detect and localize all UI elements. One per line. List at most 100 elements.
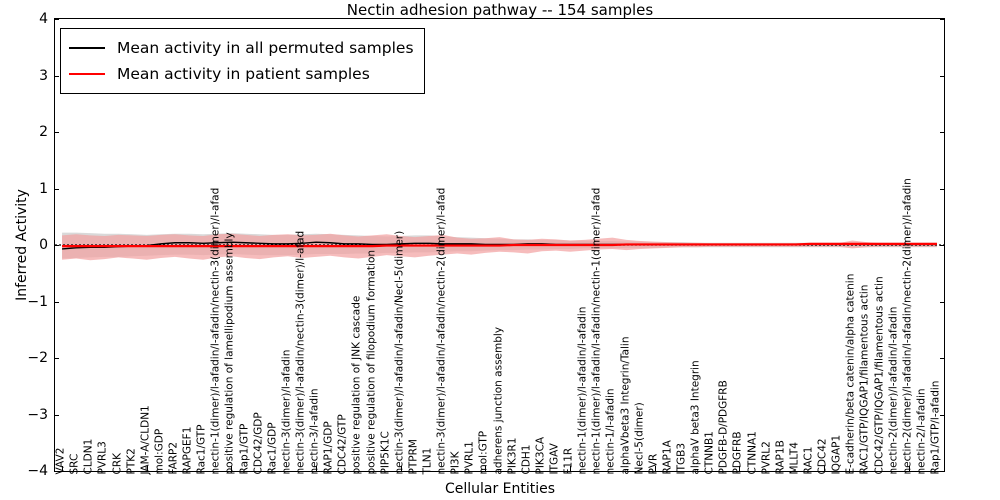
- x-tick-label: FARP2: [167, 441, 180, 474]
- x-tick-label: RAC1: [802, 446, 815, 474]
- y-tick-mark: [54, 358, 59, 359]
- y-tick-label: −1: [27, 293, 48, 310]
- series-line-1: [62, 242, 937, 248]
- x-tick-label: nectin-3(dimer)/l-afadin: [280, 349, 293, 474]
- x-tick-label: RAP1A: [661, 439, 674, 474]
- legend-swatch-permuted: [69, 47, 105, 49]
- x-tick-label: E-cadherin/beta catenin/alpha catenin: [844, 273, 857, 474]
- x-tick-label: alphaVbeta3 Integrin/Talin: [619, 335, 631, 474]
- x-tick-label: PDGFB-D/PDGFRB: [717, 379, 730, 474]
- x-tick-label: RAP1/GDP: [322, 420, 335, 474]
- x-tick-label: nectin-2/l-afadin: [915, 387, 928, 474]
- x-tick-label: PI3K: [449, 451, 462, 474]
- y-tick-mark: [940, 301, 945, 303]
- x-tick-label: CDC42/GTP: [336, 413, 349, 474]
- x-tick-label: JAM-A/CLDN1: [139, 404, 152, 474]
- legend-label-patient: Mean activity in patient samples: [117, 65, 370, 83]
- x-tick-mark: [231, 466, 233, 472]
- x-tick-label: CDH1: [520, 444, 533, 474]
- x-tick-label: Rac1/GDP: [266, 421, 279, 474]
- x-tick-label: positive regulation of JNK cascade: [350, 295, 363, 474]
- y-axis-label: Inferred Activity: [14, 189, 30, 301]
- x-tick-label: CDC42/GTP/IQGAP1/filamentous actin: [873, 275, 885, 474]
- x-tick-label: VAV2: [54, 447, 67, 474]
- y-tick-label: 3: [39, 67, 48, 84]
- x-tick-label: nectin-3(dimer)/l-afadin/l-afadin/Necl-5…: [393, 230, 406, 474]
- plot-svg: [55, 232, 944, 261]
- y-tick-label: −3: [27, 406, 48, 423]
- x-tick-label: CDC42/GDP: [252, 411, 265, 474]
- y-tick-mark: [940, 245, 945, 246]
- x-tick-label: Necl-5(dimer): [633, 401, 646, 474]
- x-tick-mark: [62, 466, 64, 472]
- x-tick-label: PVRL3: [96, 440, 109, 474]
- x-tick-label: PVRL1: [463, 440, 476, 474]
- x-tick-label: CTNNA1: [746, 430, 758, 474]
- x-tick-label: nectin-3(dimer)/l-afadin/l-afadin/nectin…: [435, 187, 448, 474]
- y-tick-label: −2: [27, 350, 48, 366]
- legend-item-patient: Mean activity in patient samples: [69, 61, 414, 87]
- x-tick-label: nectin-2(dimer)/l-afadin/l-afadin: [887, 306, 900, 474]
- legend-label-permuted: Mean activity in all permuted samples: [117, 39, 414, 57]
- x-tick-label: TLN1: [421, 447, 434, 474]
- y-tick-label: 4: [39, 11, 48, 27]
- x-tick-mark: [570, 466, 572, 472]
- y-tick-mark: [940, 19, 945, 20]
- x-tick-label: ITGAV: [548, 442, 561, 474]
- legend-item-permuted: Mean activity in all permuted samples: [69, 35, 414, 61]
- x-tick-label: PVRL2: [760, 440, 773, 474]
- x-tick-label: nectin-3/l-afadin: [308, 387, 321, 474]
- x-tick-label: nectin-1/l-afadin: [604, 387, 617, 474]
- x-tick-mark: [400, 466, 402, 472]
- x-tick-label: RAC1/GTP/IQGAP1/filamentous actin: [858, 284, 871, 474]
- x-tick-label: IQGAP1: [830, 434, 843, 474]
- x-tick-label: CLDN1: [82, 438, 95, 474]
- y-tick-mark: [54, 414, 59, 416]
- y-tick-label: 2: [39, 124, 48, 140]
- x-tick-label: Rap1/GTP: [238, 423, 250, 474]
- x-tick-label: PDGFRB: [731, 430, 744, 474]
- y-tick-mark: [940, 358, 945, 359]
- legend-swatch-patient: [69, 73, 105, 75]
- x-tick-label: RAPGEF1: [181, 426, 194, 474]
- x-tick-label: adherens junction assembly: [492, 326, 504, 474]
- x-tick-label: ITGB3: [675, 442, 688, 474]
- x-tick-mark: [654, 466, 656, 472]
- x-tick-label: PIK3R1: [506, 437, 519, 474]
- y-tick-label: −4: [27, 463, 48, 479]
- x-tick-label: PVR: [647, 453, 660, 474]
- x-tick-label: nectin-3(dimer)/l-afadin/nectin-3(dimer)…: [294, 230, 307, 474]
- x-tick-mark: [316, 466, 318, 472]
- x-tick-mark: [146, 466, 148, 472]
- y-tick-mark: [54, 132, 59, 133]
- x-tick-label: PTK2: [125, 447, 138, 474]
- x-tick-label: nectin-1(dimer)/l-afadin/l-afadin/nectin…: [590, 187, 603, 474]
- y-tick-mark: [940, 414, 945, 416]
- y-tick-label: 1: [39, 180, 48, 197]
- x-tick-mark: [739, 466, 741, 472]
- y-tick-mark: [54, 75, 59, 77]
- x-tick-label: PTPRM: [407, 438, 420, 474]
- x-tick-label: PIP5K1C: [379, 430, 392, 474]
- x-tick-label: PIK3CA: [534, 436, 547, 474]
- x-tick-label: Rap1/GTP/l-afadin: [929, 380, 942, 474]
- x-tick-label: CRK: [111, 452, 123, 474]
- chart-title: Nectin adhesion pathway -- 154 samples: [346, 1, 654, 19]
- x-tick-label: F11R: [562, 447, 575, 474]
- y-tick-mark: [54, 245, 59, 246]
- band-1: [62, 233, 937, 261]
- y-tick-mark: [54, 188, 59, 190]
- x-tick-label: SRC: [68, 453, 81, 474]
- x-tick-label: CTNNB1: [703, 430, 716, 474]
- y-tick-mark: [940, 188, 945, 190]
- y-tick-mark: [940, 75, 945, 77]
- y-tick-mark: [940, 471, 945, 472]
- x-tick-label: mol:GDP: [153, 428, 166, 474]
- y-tick-mark: [54, 471, 59, 472]
- x-tick-label: positive regulation of filopodium format…: [365, 249, 377, 474]
- y-tick-mark: [940, 132, 945, 133]
- x-tick-label: nectin-1(dimer)/l-afadin/l-afadin/nectin…: [209, 187, 222, 474]
- x-tick-label: Rac1/GTP: [195, 424, 208, 474]
